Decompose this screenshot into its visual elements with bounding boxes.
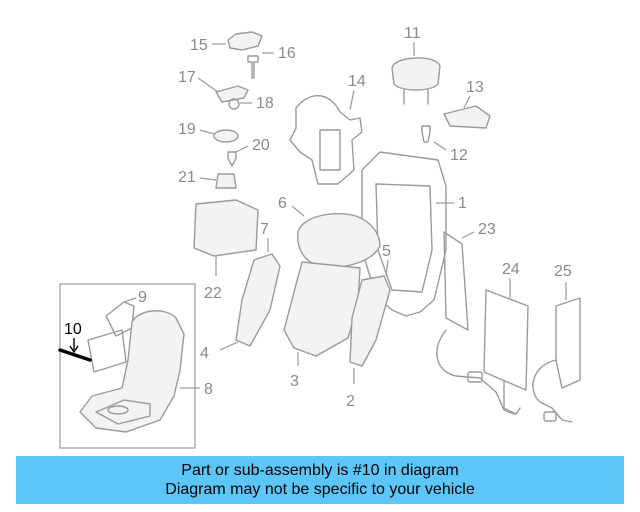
part-7-panel <box>235 253 281 347</box>
part-info-banner: Part or sub-assembly is #10 in diagram D… <box>16 456 624 504</box>
leader-14 <box>349 89 355 111</box>
part-23-connector <box>467 371 483 383</box>
callout-23: 23 <box>478 221 496 238</box>
part-24-mat <box>483 289 529 391</box>
part-20-pin <box>227 151 237 167</box>
part-10-panel <box>87 329 127 373</box>
part-3-cover <box>283 261 361 357</box>
leader-9 <box>123 297 137 303</box>
leader-17 <box>197 77 219 93</box>
callout-12: 12 <box>450 147 468 164</box>
callout-1: 1 <box>458 195 467 212</box>
banner-line-1: Part or sub-assembly is #10 in diagram <box>181 462 459 479</box>
leader-4 <box>219 341 239 351</box>
part-5-side-trim <box>349 275 391 367</box>
leader-13 <box>463 95 471 109</box>
part-12-guide <box>421 125 431 143</box>
leader-5 <box>385 259 389 277</box>
banner-line-2: Diagram may not be specific to your vehi… <box>165 481 475 498</box>
leader-10-arrow <box>69 345 79 354</box>
callout-3: 3 <box>290 373 299 390</box>
part-8-armrest-detail <box>95 399 151 425</box>
part-23-wiring <box>436 329 515 415</box>
parts-diagram: 15 16 17 18 19 20 21 22 14 11 13 12 1 6 <box>58 25 581 449</box>
callout-13: 13 <box>466 79 484 96</box>
callout-16: 16 <box>278 45 296 62</box>
part-11-headrest <box>391 57 441 91</box>
callout-9: 9 <box>138 289 147 306</box>
callout-17: 17 <box>178 69 196 86</box>
leader-19 <box>199 129 215 135</box>
callout-22: 22 <box>204 285 222 302</box>
callout-7: 7 <box>260 221 269 238</box>
part-13-trim <box>443 105 491 129</box>
part-23-heater-element <box>443 231 469 331</box>
callout-6: 6 <box>278 195 287 212</box>
callout-25: 25 <box>554 263 572 280</box>
leader-20 <box>235 145 249 153</box>
callout-15: 15 <box>190 37 208 54</box>
callout-19: 19 <box>178 121 196 138</box>
part-8-cupholder <box>107 405 129 415</box>
part-24-wiring <box>503 381 521 415</box>
part-18-ring <box>228 98 240 110</box>
part-25-strip <box>555 297 581 389</box>
leader-12 <box>433 141 447 151</box>
callout-5: 5 <box>382 243 391 260</box>
callout-4: 4 <box>200 345 209 362</box>
callout-24: 24 <box>502 261 520 278</box>
part-22-module <box>193 199 259 257</box>
callout-21: 21 <box>178 169 196 186</box>
part-17-bracket <box>215 85 249 103</box>
callout-18: 18 <box>256 95 274 112</box>
inset-box <box>59 283 196 449</box>
part-16-screw <box>247 55 259 79</box>
part-14-mechanism <box>289 94 363 185</box>
callout-8: 8 <box>204 381 213 398</box>
part-8-armrest <box>79 310 185 433</box>
leader-21 <box>199 177 217 181</box>
part-6-pad <box>297 213 381 268</box>
part-25-wiring <box>532 359 573 423</box>
part-25-connector <box>543 411 557 422</box>
leader-23 <box>461 231 475 239</box>
callout-11: 11 <box>404 25 421 42</box>
part-19-cap <box>213 129 239 143</box>
part-10-highlight-bar <box>58 348 92 362</box>
part-15-clip <box>227 31 263 51</box>
callout-2: 2 <box>346 393 355 410</box>
part-21-bushing <box>215 173 237 189</box>
callout-20: 20 <box>252 137 270 154</box>
callout-10: 10 <box>64 321 82 338</box>
callout-14: 14 <box>348 73 366 90</box>
leader-6 <box>291 205 305 217</box>
